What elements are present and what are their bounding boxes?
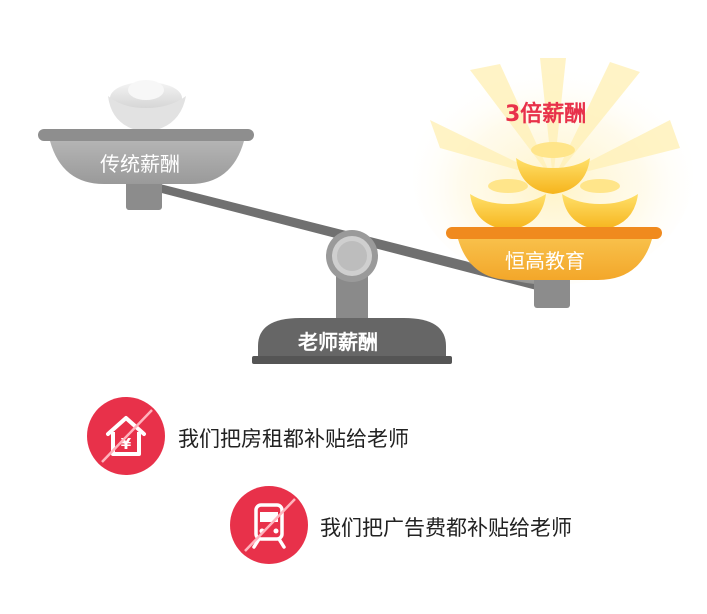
left-pan-stem	[126, 176, 162, 210]
left-pan-label: 传统薪酬	[100, 152, 180, 176]
gold-ingots-icon	[470, 142, 638, 230]
left-pan	[38, 129, 254, 184]
right-pan	[446, 227, 662, 280]
benefit-ads: 我们把广告费都补贴给老师	[320, 516, 572, 540]
silver-ingot-icon	[108, 80, 186, 132]
right-pan-label: 恒高教育	[505, 249, 585, 273]
right-pan-stem	[534, 274, 570, 308]
scale-pivot	[326, 230, 378, 282]
svg-text:¥: ¥	[121, 435, 132, 453]
scale-base	[252, 318, 452, 364]
train-icon	[229, 485, 309, 569]
multiplier-label: 3倍薪酬	[505, 102, 587, 127]
house-yen-icon: ¥	[86, 396, 166, 480]
base-label: 老师薪酬	[298, 330, 378, 354]
benefit-rent: 我们把房租都补贴给老师	[178, 427, 409, 451]
